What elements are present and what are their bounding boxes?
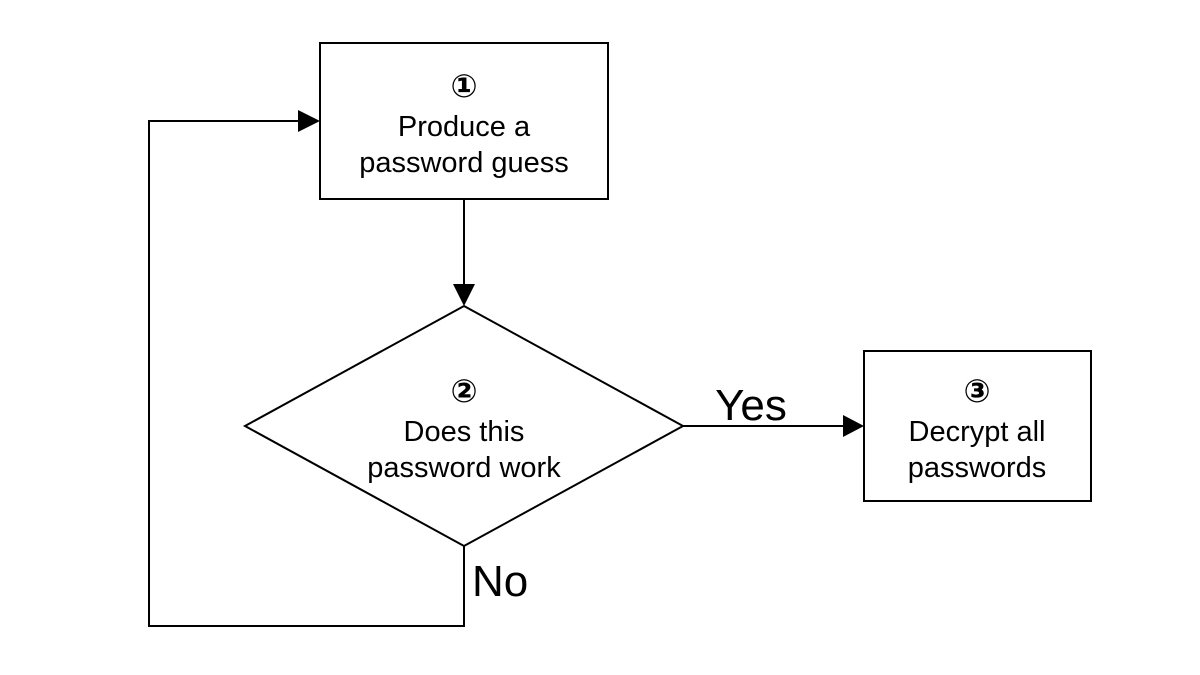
edge-yes: Yes <box>683 381 864 437</box>
edge-yes-label: Yes <box>715 381 787 430</box>
node-produce-guess-box <box>319 42 609 200</box>
node-decrypt-all-line-2: passwords <box>908 452 1047 484</box>
node-produce-guess: ① Produce a password guess <box>319 42 609 200</box>
edge-yes-arrowhead <box>843 415 864 437</box>
edge-no-loop: No <box>148 110 528 627</box>
step-3-marker: ③ <box>963 372 990 410</box>
node-decrypt-all-box <box>863 350 1092 502</box>
step-1-marker: ① <box>450 67 477 105</box>
node-check-password: ② Does this password work <box>242 304 686 548</box>
node-produce-guess-line-2: password guess <box>359 147 569 179</box>
step-2-marker: ② <box>450 372 477 410</box>
node-check-password-line-1: Does this <box>404 416 525 448</box>
edge-no-loop-line <box>148 120 465 627</box>
edge-no-loop-arrowhead <box>298 110 320 132</box>
node-check-password-line-2: password work <box>367 452 561 484</box>
node-decrypt-all: ③ Decrypt all passwords <box>863 350 1092 502</box>
node-decrypt-all-line-1: Decrypt all <box>909 416 1046 448</box>
edge-no-label: No <box>472 557 528 606</box>
edge-produce-to-check-arrowhead <box>453 284 475 306</box>
node-produce-guess-line-1: Produce a <box>398 111 531 143</box>
edge-produce-to-check <box>453 199 475 306</box>
